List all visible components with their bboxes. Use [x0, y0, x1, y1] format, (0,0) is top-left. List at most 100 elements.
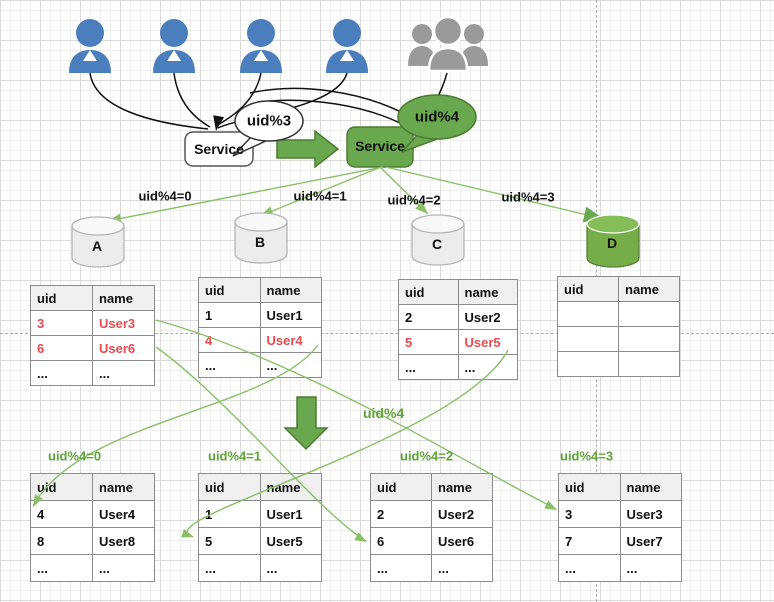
table-cell: ...	[457, 354, 518, 380]
table-cell	[618, 351, 680, 377]
edge-label-shard-d: uid%4=3	[501, 189, 555, 205]
reshard-2-label: uid%4=2	[400, 448, 454, 464]
table-cell	[618, 326, 680, 352]
table-row	[557, 326, 680, 352]
arrowhead	[260, 206, 274, 216]
table-row	[557, 351, 680, 377]
edge-label-shard-c: uid%4=2	[387, 192, 441, 208]
table-cell: ...	[30, 554, 93, 582]
column-header: uid	[198, 277, 261, 303]
table-cell: 2	[370, 500, 432, 528]
table-cell: User6	[431, 527, 493, 555]
cylinder-b-label: B	[254, 234, 266, 250]
table-cell: 3	[558, 500, 621, 528]
table-cell: 6	[370, 527, 432, 555]
table-cell: User5	[259, 527, 322, 555]
user-icon[interactable]	[69, 19, 111, 73]
table-cell: ...	[558, 554, 621, 582]
uid4-bubble-label: uid%4	[414, 108, 460, 126]
edge-label-shard-a: uid%4=0	[138, 188, 192, 204]
table-cell: ...	[370, 554, 432, 582]
table-cell	[618, 301, 680, 327]
table-cell: User7	[619, 527, 682, 555]
column-header: name	[259, 277, 322, 303]
column-header: uid	[30, 473, 93, 501]
table-row: ......	[558, 554, 682, 582]
table-cell: ...	[619, 554, 682, 582]
table-cell: User2	[431, 500, 493, 528]
table-cell: ...	[92, 554, 155, 582]
uid3-bubble-label: uid%3	[246, 112, 292, 130]
user-icon[interactable]	[326, 19, 368, 73]
users-group-icon[interactable]	[408, 15, 488, 73]
table-cell: User1	[259, 302, 322, 328]
arrowhead	[108, 213, 122, 224]
user-icons[interactable]	[69, 19, 368, 73]
column-header: name	[92, 285, 155, 311]
reshard-1-label: uid%4=1	[208, 448, 262, 464]
column-header: name	[259, 473, 322, 501]
table-cell: ...	[259, 554, 322, 582]
column-header: uid	[558, 473, 621, 501]
table-cell: 5	[198, 527, 261, 555]
table-cell: 8	[30, 527, 93, 555]
new-service-label: Service	[355, 138, 405, 154]
table-cell: User6	[92, 335, 155, 361]
table-row: ......	[198, 352, 322, 378]
migration-arrow-down[interactable]	[283, 396, 329, 451]
table-cell	[557, 351, 619, 377]
table-cell: ...	[431, 554, 493, 582]
user-icon[interactable]	[240, 19, 282, 73]
column-header: uid	[398, 279, 459, 305]
old-service-label: Service	[194, 141, 244, 157]
table-cell: ...	[30, 360, 93, 386]
table-cell: ...	[198, 352, 261, 378]
table-row: ......	[30, 360, 155, 386]
table-cell: User8	[92, 527, 155, 555]
column-header: name	[619, 473, 682, 501]
table-row: ......	[30, 554, 155, 582]
column-header: uid	[30, 285, 93, 311]
arrowhead	[582, 206, 604, 223]
table-cell: ...	[92, 360, 155, 386]
table-cell: ...	[398, 354, 459, 380]
cylinder-c-label: C	[431, 236, 443, 252]
cylinder-a-label: A	[91, 238, 103, 254]
reshard-3-label: uid%4=3	[560, 448, 614, 464]
table-cell: User3	[619, 500, 682, 528]
table-cell: 4	[30, 500, 93, 528]
table-cell: 3	[30, 310, 93, 336]
reshard-0-label: uid%4=0	[48, 448, 102, 464]
column-header: name	[457, 279, 518, 305]
transition-arrow-right[interactable]	[276, 129, 340, 169]
edge-label-shard-b: uid%4=1	[293, 188, 347, 204]
table-cell: 7	[558, 527, 621, 555]
table-cell: User3	[92, 310, 155, 336]
column-header: uid	[198, 473, 261, 501]
column-header: name	[431, 473, 493, 501]
table-cell: 4	[198, 327, 261, 353]
user-icon[interactable]	[153, 19, 195, 73]
arrowhead	[181, 529, 194, 538]
